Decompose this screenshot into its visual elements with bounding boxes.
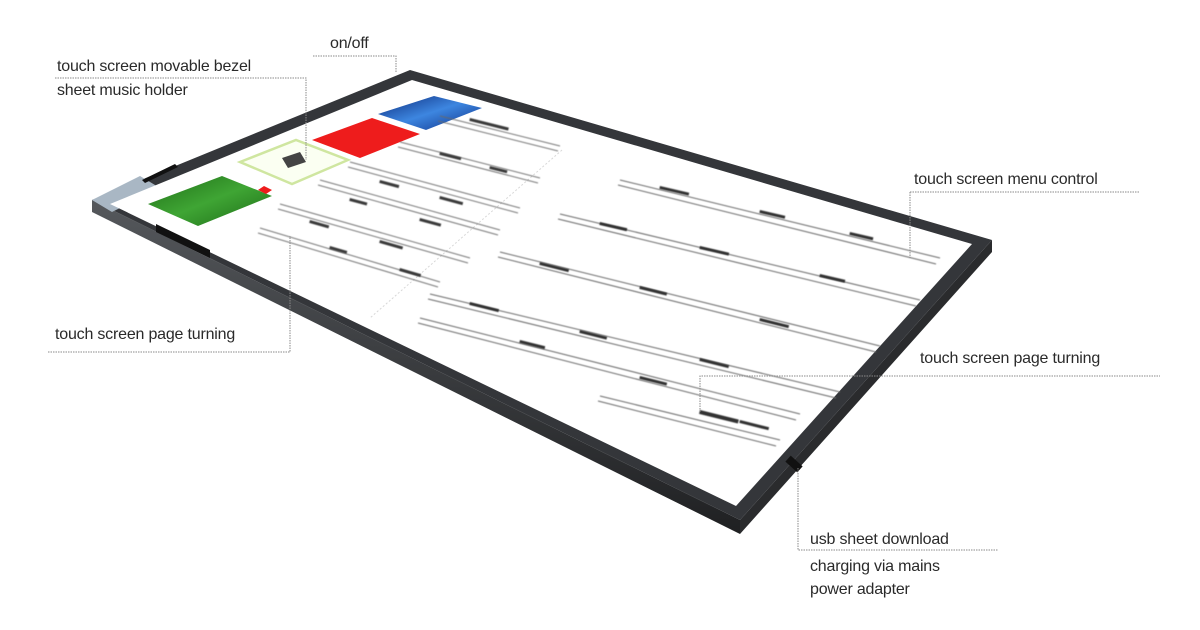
callout-page-turning-left: touch screen page turning	[55, 326, 236, 343]
leader-page-left	[48, 236, 291, 353]
leader-usb	[797, 468, 998, 551]
thumbnail-green[interactable]	[148, 176, 272, 226]
thumbnail-blue[interactable]	[378, 96, 482, 130]
touch-screen[interactable]	[110, 80, 972, 506]
thumbnail-red[interactable]	[312, 118, 420, 158]
callout-movable-bezel: touch screen movable bezel	[57, 58, 252, 75]
callout-on-off: on/off	[330, 35, 369, 52]
left-page-music	[257, 115, 561, 288]
left-page-notes	[309, 118, 509, 277]
page-divider	[369, 149, 563, 319]
callout-leader-lines	[48, 55, 1160, 551]
leader-on-off	[313, 55, 397, 72]
callout-usb-download: usb sheet download	[810, 531, 949, 548]
callout-sheet-music-holder: sheet music holder	[57, 82, 188, 99]
right-page-notes	[469, 185, 874, 431]
callout-charging-line1: charging via mains	[810, 558, 940, 575]
leader-page-right	[699, 375, 1160, 412]
leader-bezel	[55, 77, 307, 160]
device-body	[92, 70, 992, 534]
callout-charging-line2: power adapter	[810, 581, 910, 598]
callout-page-turning-right: touch screen page turning	[920, 350, 1101, 367]
sheet-music-holder-thumbnails	[148, 96, 482, 226]
callout-menu-control: touch screen menu control	[914, 171, 1098, 188]
